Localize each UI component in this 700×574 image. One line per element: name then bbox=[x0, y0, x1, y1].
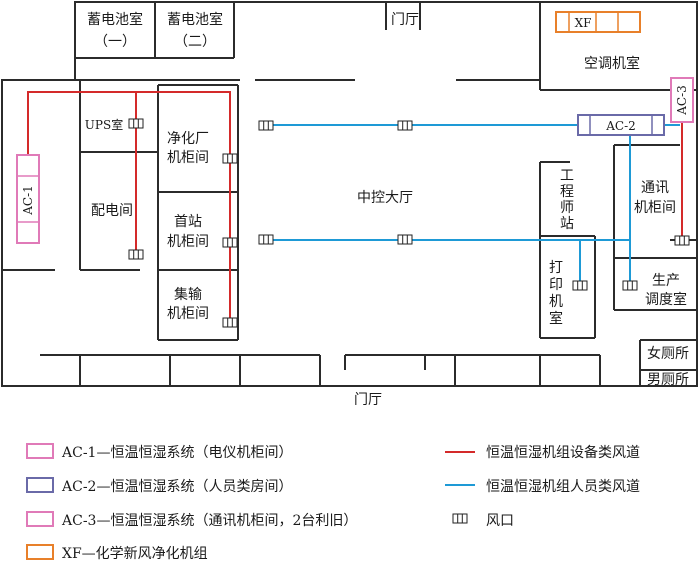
xf-label: XF bbox=[575, 16, 592, 30]
room-print-2: 印 bbox=[549, 277, 563, 293]
ac2-label: AC-2 bbox=[605, 119, 636, 133]
room-print-1: 打 bbox=[549, 259, 563, 276]
room-production-line2: 调度室 bbox=[645, 291, 687, 308]
legend-label-ac3: AC-3—恒温恒湿系统（通讯机柜间，2台利旧） bbox=[61, 513, 357, 529]
legend-item-ac2: AC-2—恒温恒湿系统（人员类房间） bbox=[26, 477, 292, 495]
ac1-unit: AC-1 bbox=[16, 154, 40, 244]
room-engineer-2: 程 bbox=[560, 184, 574, 200]
vent-hall-2 bbox=[397, 120, 413, 131]
vent-hall-3 bbox=[258, 234, 274, 245]
vent-purify bbox=[222, 153, 238, 164]
legend-label-xf: XF—化学新风净化机组 bbox=[62, 546, 208, 562]
room-ups: UPS室 bbox=[85, 117, 123, 132]
legend: AC-1—恒温恒湿系统（电仪机柜间） AC-2—恒温恒湿系统（人员类房间） AC… bbox=[26, 443, 640, 562]
room-comm-line1: 通讯 bbox=[641, 180, 669, 196]
ac3-label: AC-3 bbox=[675, 85, 689, 116]
xf-unit: XF bbox=[555, 11, 641, 33]
room-production-line1: 生产 bbox=[652, 273, 680, 289]
vent-production bbox=[622, 280, 638, 291]
room-female-wc: 女厕所 bbox=[647, 345, 689, 362]
ac1-label: AC-1 bbox=[21, 185, 35, 216]
room-purify-line1: 净化厂 bbox=[167, 131, 209, 147]
vent-hall-4 bbox=[397, 234, 413, 245]
room-engineer-4: 站 bbox=[560, 216, 574, 232]
room-battery2-line1: 蓄电池室 bbox=[167, 11, 223, 28]
legend-label-vent: 风口 bbox=[486, 513, 514, 529]
room-battery1-line2: （一） bbox=[94, 34, 136, 50]
room-ac-room: 空调机室 bbox=[584, 55, 640, 72]
vents bbox=[128, 118, 690, 328]
legend-item-vent: 风口 bbox=[452, 513, 514, 529]
room-labels: 蓄电池室 （一） 蓄电池室 （二） 门厅 空调机室 UPS室 配电间 净化厂 机… bbox=[85, 11, 689, 408]
room-print-3: 机 bbox=[549, 294, 563, 310]
legend-item-people-duct: 恒温恒湿机组人员类风道 bbox=[445, 479, 640, 495]
legend-item-ac3: AC-3—恒温恒湿系统（通讯机柜间，2台利旧） bbox=[26, 511, 357, 529]
room-purify-line2: 机柜间 bbox=[167, 150, 209, 166]
room-control-hall: 中控大厅 bbox=[357, 190, 413, 206]
legend-label-ac2: AC-2—恒温恒湿系统（人员类房间） bbox=[61, 479, 292, 495]
vent-hall-1 bbox=[258, 120, 274, 131]
legend-item-xf: XF—化学新风净化机组 bbox=[26, 544, 208, 562]
ac3-unit: AC-3 bbox=[670, 77, 694, 123]
legend-label-people-duct: 恒温恒湿机组人员类风道 bbox=[486, 479, 640, 495]
legend-vent-icon bbox=[452, 513, 468, 524]
room-comm-line2: 机柜间 bbox=[634, 200, 676, 216]
room-head-station-line2: 机柜间 bbox=[167, 234, 209, 250]
legend-item-ac1: AC-1—恒温恒湿系统（电仪机柜间） bbox=[26, 443, 292, 461]
vent-gathering bbox=[222, 317, 238, 328]
room-battery2-line2: （二） bbox=[174, 34, 216, 50]
vent-print bbox=[572, 280, 588, 291]
walls bbox=[1, 1, 698, 387]
legend-label-equip-duct: 恒温恒湿机组设备类风道 bbox=[486, 444, 640, 461]
vent-comm bbox=[674, 235, 690, 246]
room-gathering-line2: 机柜间 bbox=[167, 306, 209, 322]
ac2-unit: AC-2 bbox=[577, 114, 665, 136]
room-entrance-top: 门厅 bbox=[391, 12, 419, 28]
room-print-4: 室 bbox=[549, 310, 563, 327]
room-battery1-line1: 蓄电池室 bbox=[87, 11, 143, 28]
legend-label-ac1: AC-1—恒温恒湿系统（电仪机柜间） bbox=[61, 445, 292, 461]
vent-head-station bbox=[222, 237, 238, 248]
room-gathering-line1: 集输 bbox=[174, 286, 202, 303]
room-male-wc: 男厕所 bbox=[647, 372, 689, 388]
vent-ups bbox=[128, 118, 144, 129]
room-head-station-line1: 首站 bbox=[174, 214, 202, 230]
vent-power bbox=[128, 249, 144, 260]
room-entrance-bottom: 门厅 bbox=[354, 392, 382, 408]
room-power: 配电间 bbox=[91, 203, 133, 219]
room-engineer-3: 师 bbox=[560, 200, 574, 216]
legend-item-equip-duct: 恒温恒湿机组设备类风道 bbox=[445, 444, 640, 461]
room-engineer-1: 工 bbox=[560, 168, 574, 184]
